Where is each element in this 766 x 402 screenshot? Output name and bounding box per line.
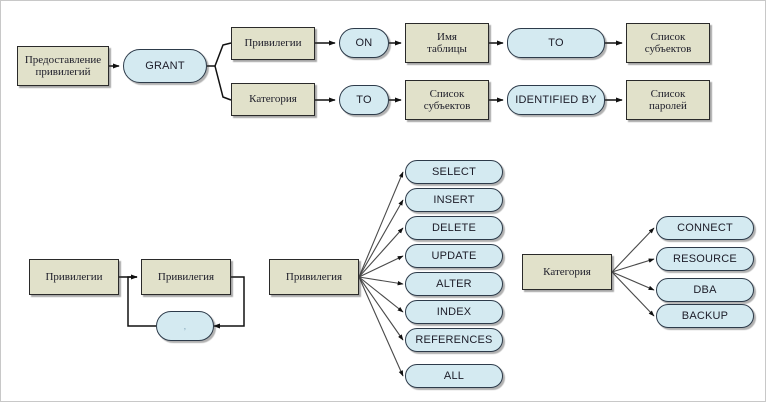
node-option-dba[interactable]: DBA	[656, 278, 754, 302]
node-label: Привилегии	[244, 37, 302, 50]
node-privilegiya-single[interactable]: Привилегия	[141, 259, 231, 295]
node-option-delete[interactable]: DELETE	[405, 216, 503, 240]
node-option-index[interactable]: INDEX	[405, 300, 503, 324]
node-label: TO	[356, 93, 372, 106]
node-label: Привилегия	[157, 270, 215, 283]
privileges-loop-connectors	[119, 274, 245, 329]
node-option-update[interactable]: UPDATE	[405, 244, 503, 268]
node-label: IDENTIFIED BY	[515, 93, 597, 106]
privilege-fanout-connectors	[358, 171, 404, 377]
node-label: Категория	[249, 93, 297, 106]
node-identified-by[interactable]: IDENTIFIED BY	[507, 85, 605, 115]
node-label-line: привилегий	[35, 66, 91, 78]
node-label: Привилегия	[285, 270, 343, 283]
node-label-line: Имя	[437, 30, 457, 43]
node-privilegii-list[interactable]: Привилегии	[29, 259, 119, 295]
node-privilegiya-source[interactable]: Привилегия	[269, 259, 359, 295]
node-option-backup[interactable]: BACKUP	[656, 304, 754, 328]
node-label-line: субъектов	[423, 100, 471, 112]
node-to-row2[interactable]: TO	[339, 85, 389, 115]
node-option-all[interactable]: ALL	[405, 364, 503, 388]
node-label-line: таблицы	[427, 43, 467, 55]
node-option-connect[interactable]: CONNECT	[656, 216, 754, 240]
node-kategoriya-top[interactable]: Категория	[231, 83, 315, 116]
node-on[interactable]: ON	[339, 28, 389, 58]
node-label-line: Предоставление	[24, 53, 102, 66]
node-label: TO	[548, 36, 564, 49]
node-label: RESOURCE	[673, 252, 737, 265]
node-label: REFERENCES	[415, 333, 493, 346]
node-privilegii[interactable]: Привилегии	[231, 27, 315, 60]
node-option-select[interactable]: SELECT	[405, 160, 503, 184]
node-label: BACKUP	[681, 309, 729, 322]
node-option-insert[interactable]: INSERT	[405, 188, 503, 212]
node-option-resource[interactable]: RESOURCE	[656, 247, 754, 271]
node-label: SELECT	[432, 165, 476, 178]
category-fanout-connectors	[611, 227, 655, 317]
node-label: INDEX	[436, 305, 472, 318]
node-to-row1[interactable]: TO	[507, 28, 605, 58]
node-label: ALTER	[436, 277, 472, 290]
node-label: CONNECT	[677, 221, 733, 234]
node-grant[interactable]: GRANT	[123, 49, 207, 83]
node-label-line: паролей	[649, 100, 687, 112]
node-label: INSERT	[433, 193, 475, 206]
node-label-line: Список	[650, 87, 686, 100]
node-label-line: субъектов	[644, 43, 692, 55]
node-label: UPDATE	[431, 249, 477, 262]
node-label: ON	[355, 36, 373, 49]
node-option-references[interactable]: REFERENCES	[405, 328, 503, 352]
node-label: GRANT	[145, 59, 185, 72]
node-label: Категория	[543, 265, 591, 278]
node-option-alter[interactable]: ALTER	[405, 272, 503, 296]
node-label: ALL	[443, 369, 465, 382]
node-label: DELETE	[432, 221, 476, 234]
node-label: Привилегии	[45, 270, 103, 283]
grant-row-connectors	[109, 40, 623, 103]
node-label: DBA	[693, 283, 717, 296]
node-label-line: Список	[650, 30, 686, 43]
node-label: ,	[183, 320, 187, 331]
node-label-line: Список	[429, 87, 465, 100]
node-kategoriya-source[interactable]: Категория	[522, 254, 612, 290]
node-comma-separator[interactable]: ,	[156, 311, 214, 341]
